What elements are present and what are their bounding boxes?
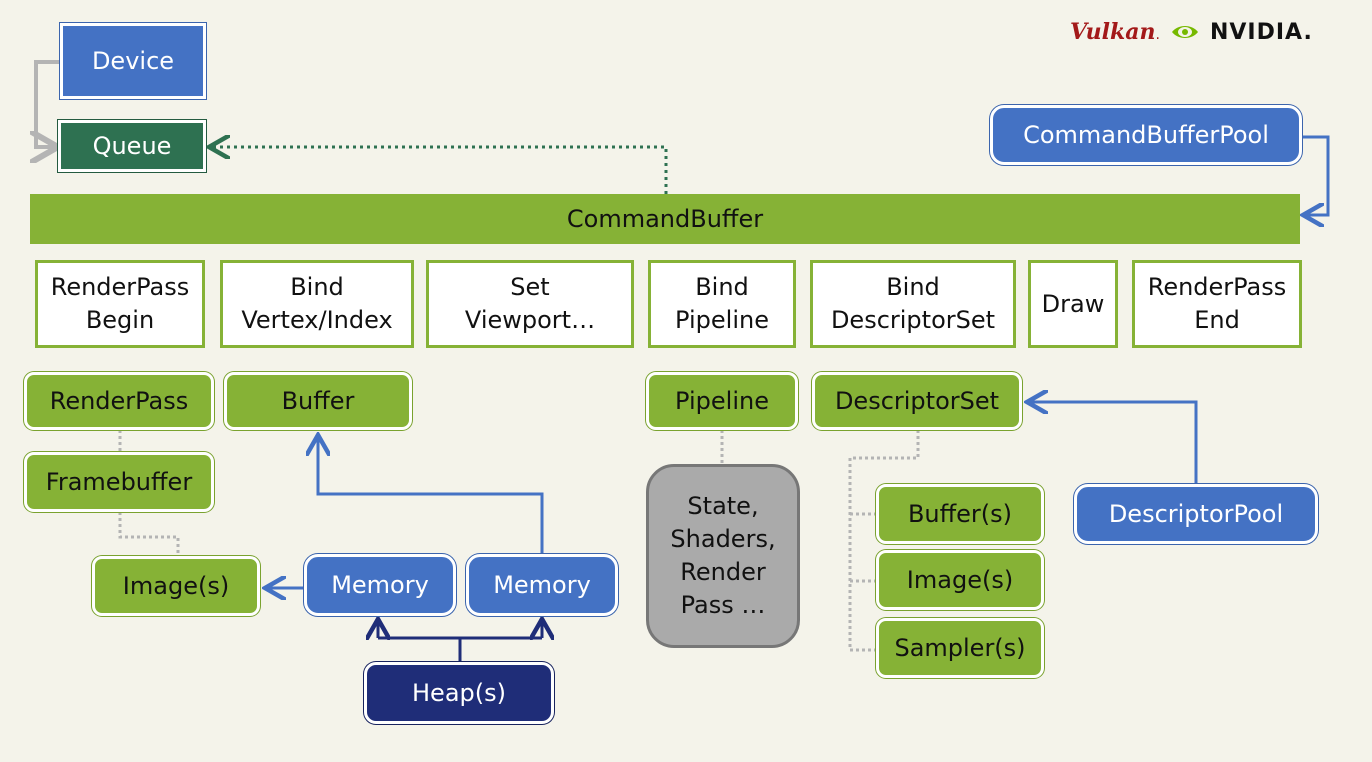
cmd-bind-vertex-index: Bind Vertex/Index	[220, 260, 414, 348]
cmd-bind-pipeline: Bind Pipeline	[648, 260, 796, 348]
vulkan-logo-text: Vulkan	[1070, 19, 1156, 45]
logos: Vulkan. NVIDIA.	[1070, 12, 1330, 52]
queue-node: Queue	[58, 120, 206, 172]
ds-samplers-node: Sampler(s)	[876, 618, 1044, 678]
ds-images-node: Image(s)	[876, 550, 1044, 610]
command-buffer-bar: CommandBuffer	[30, 194, 1300, 244]
heaps-node: Heap(s)	[364, 662, 554, 724]
heap-to-memory-arrows	[378, 636, 542, 662]
nvidia-eye-icon	[1171, 26, 1198, 38]
cmd-renderpass-end: RenderPass End	[1132, 260, 1302, 348]
descriptorset-children-link	[848, 430, 920, 650]
cmd-bind-descriptorset: Bind DescriptorSet	[810, 260, 1016, 348]
buffer-node: Buffer	[224, 372, 412, 430]
nvidia-logo-mark: .	[1303, 19, 1313, 45]
pipeline-state-node: State, Shaders, Render Pass …	[646, 464, 800, 648]
device-to-queue-arrow	[36, 60, 60, 147]
pool-to-commandbuffer-arrow	[1302, 135, 1330, 215]
descriptor-pool-node: DescriptorPool	[1074, 484, 1318, 544]
pipeline-node: Pipeline	[646, 372, 798, 430]
renderpass-node: RenderPass	[24, 372, 214, 430]
ds-buffers-node: Buffer(s)	[876, 484, 1044, 544]
memory-to-buffer-arrow	[318, 438, 544, 556]
nvidia-logo-text: NVIDIA	[1209, 19, 1304, 45]
nvidia-logo: NVIDIA.	[1210, 20, 1313, 45]
framebuffer-images-link	[118, 512, 180, 558]
memory-node-1: Memory	[304, 554, 456, 616]
descriptorset-node: DescriptorSet	[812, 372, 1022, 430]
cmd-set-viewport: Set Viewport…	[426, 260, 634, 348]
cmd-renderpass-begin: RenderPass Begin	[35, 260, 205, 348]
memory-node-2: Memory	[466, 554, 618, 616]
commandbuffer-to-queue-arrow	[212, 147, 668, 194]
vulkan-logo: Vulkan.	[1070, 19, 1160, 45]
images-node: Image(s)	[92, 556, 260, 616]
pool-to-descriptorset-arrow	[1030, 402, 1198, 486]
device-node: Device	[60, 23, 206, 99]
vulkan-logo-mark: .	[1155, 27, 1160, 43]
cmd-draw: Draw	[1028, 260, 1118, 348]
framebuffer-node: Framebuffer	[24, 452, 214, 512]
command-buffer-pool-node: CommandBufferPool	[990, 105, 1302, 165]
